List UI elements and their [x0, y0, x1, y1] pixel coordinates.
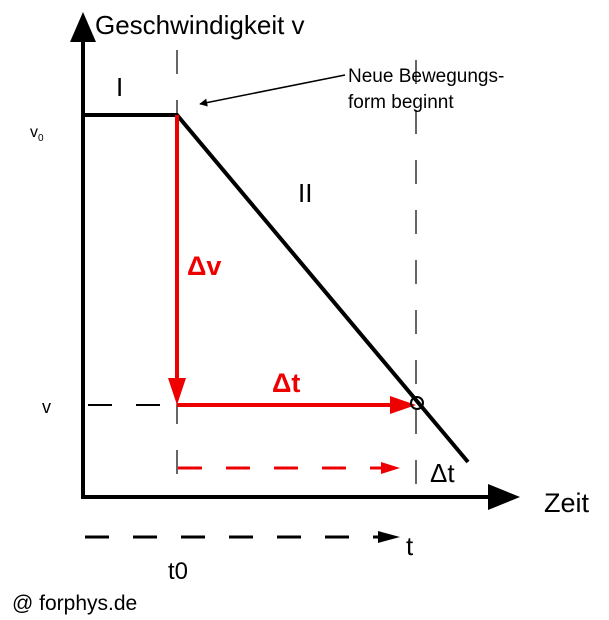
y-axis	[70, 12, 96, 497]
annotation-arrow	[199, 74, 346, 107]
credit-label: @ forphys.de	[12, 592, 137, 615]
velocity-curve	[83, 113, 470, 464]
t0-label: t0	[168, 558, 188, 585]
v-label: v	[42, 397, 51, 417]
delta-v-arrow	[168, 115, 186, 405]
x-axis-label: Zeit	[544, 488, 590, 518]
t-label: t	[406, 531, 414, 561]
annotation-line1: Neue Bewegungs-	[348, 66, 504, 87]
phase-2-label: II	[298, 178, 312, 208]
point-marker	[410, 396, 424, 410]
y-axis-label: Geschwindigkeit v	[95, 10, 305, 40]
x-axis	[81, 484, 520, 510]
phase-1-label: I	[116, 72, 123, 102]
delta-t-black-label: Δt	[430, 458, 455, 488]
v0-label: v0	[30, 124, 44, 144]
time-dashed-arrow	[85, 531, 400, 543]
annotation-line2: form beginnt	[348, 92, 454, 113]
delta-t-dashed-arrow	[178, 462, 400, 474]
delta-v-label: Δv	[187, 251, 221, 281]
delta-t-arrow	[177, 396, 416, 414]
delta-t-red-label: Δt	[272, 368, 300, 398]
